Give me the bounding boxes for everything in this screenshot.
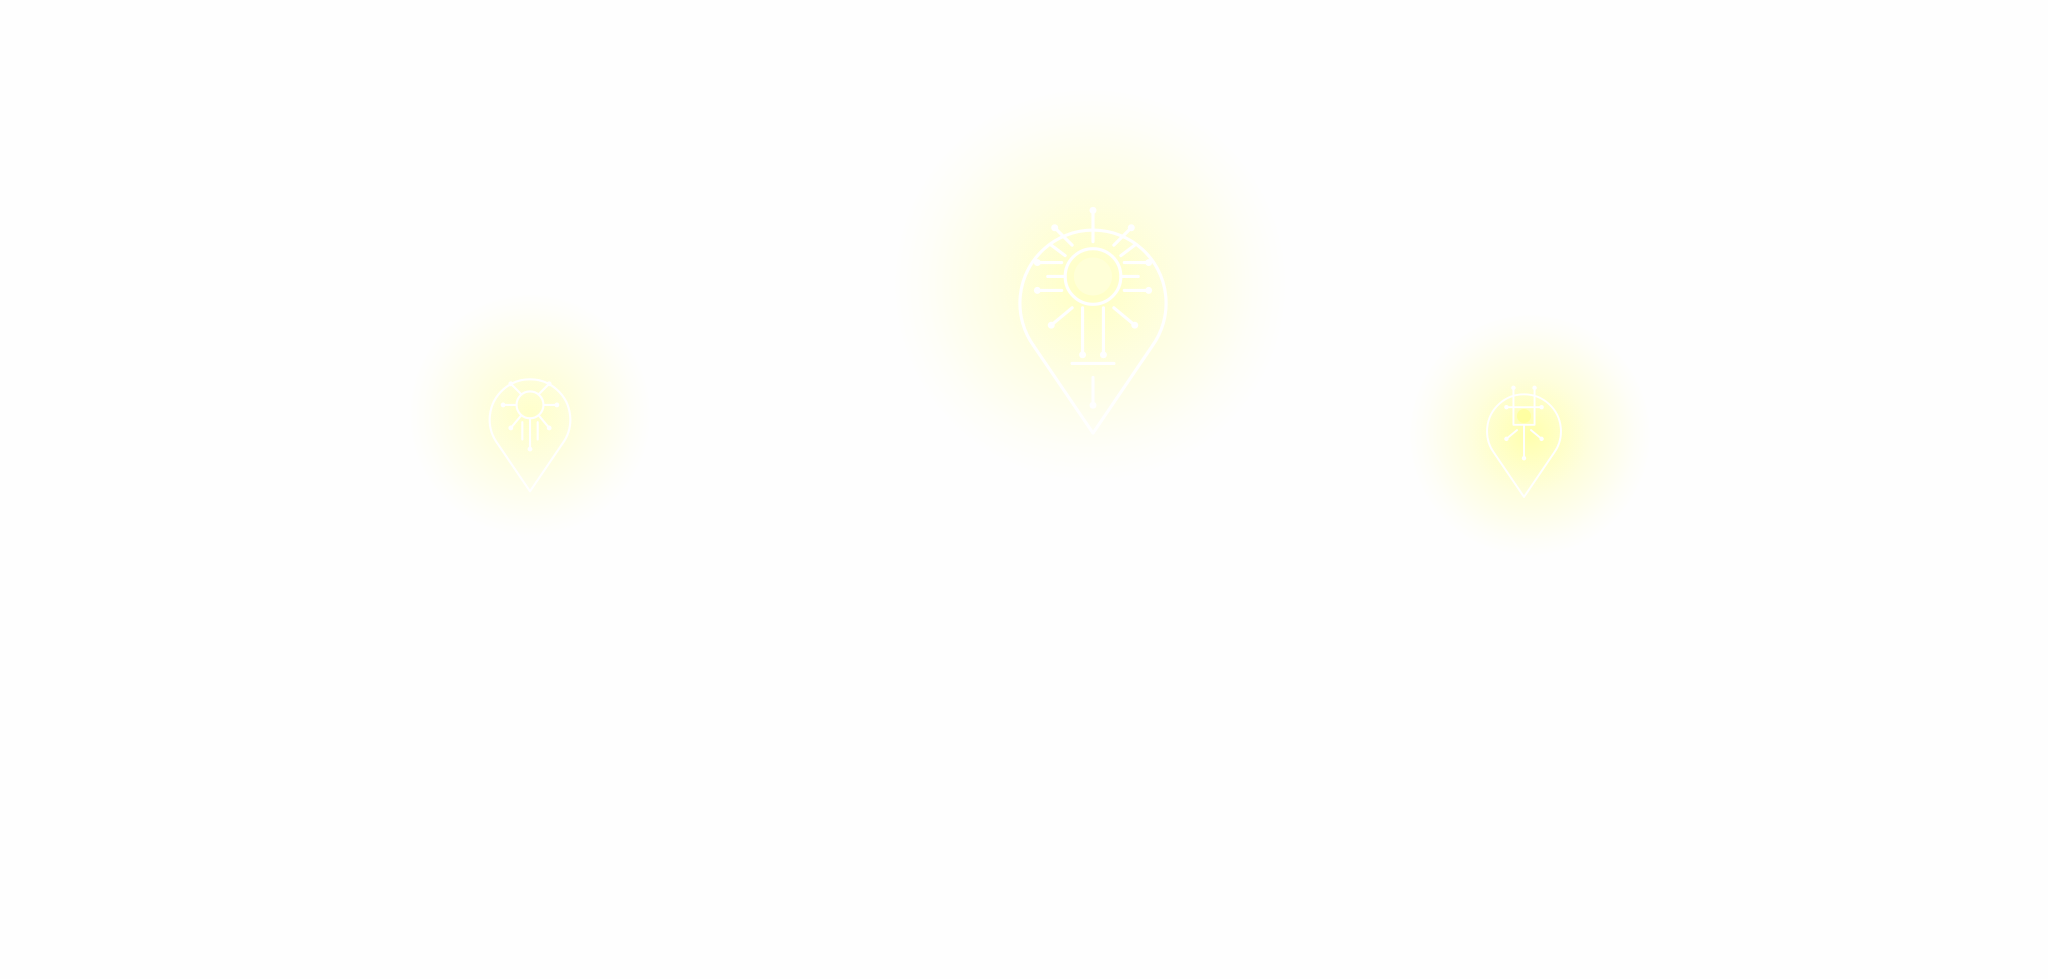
circuit-location-pin-icon	[1018, 206, 1168, 435]
circuit-location-pin-icon	[1486, 385, 1562, 498]
circuit-location-pin-icon	[488, 378, 572, 493]
